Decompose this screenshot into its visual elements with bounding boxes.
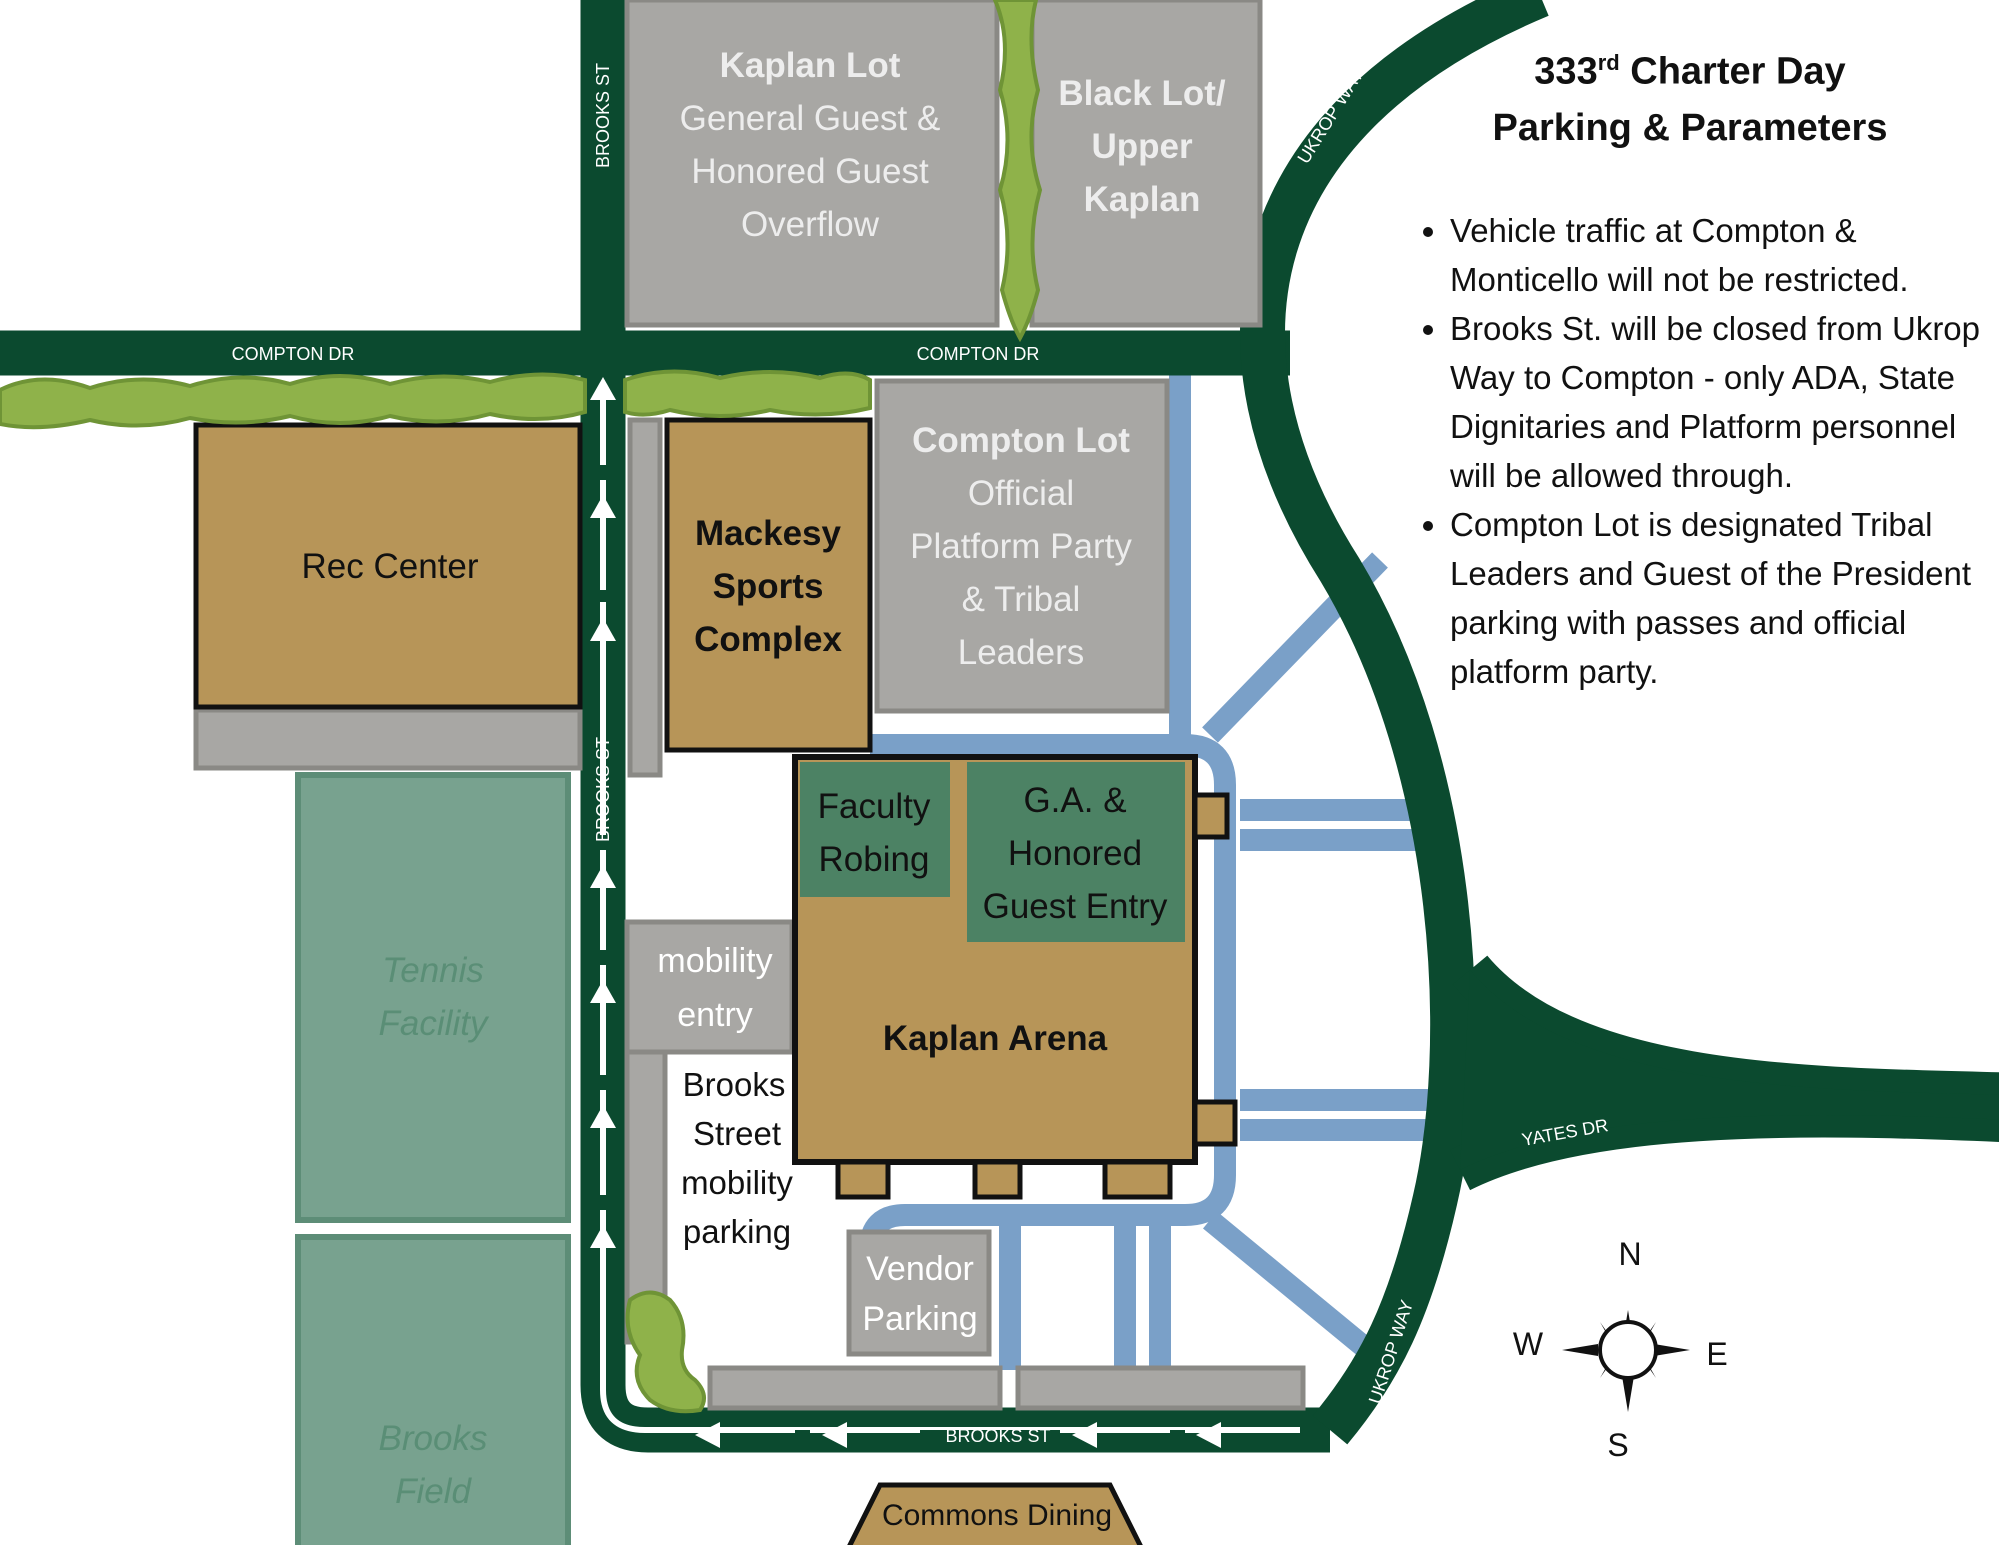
compton-lot-line2: Official [968, 474, 1074, 513]
compass-e: E [1706, 1336, 1727, 1372]
brooks-st-label-bottom: BROOKS ST [945, 1426, 1050, 1446]
compton-dr-label-left: COMPTON DR [232, 344, 355, 364]
compass-needle-e [1654, 1344, 1690, 1356]
rec-center-lot [193, 707, 583, 771]
kaplan-lot-line2: General Guest & [680, 99, 941, 138]
yates-fill [1460, 970, 1999, 1170]
kaplan-lot-line4: Overflow [741, 205, 880, 244]
compass-needle-s [1622, 1376, 1634, 1412]
mackesy-building [664, 417, 873, 753]
compton-lot-title: Compton Lot [912, 421, 1130, 460]
vendor-parking-lot [846, 1229, 992, 1357]
brooks-mobility-line1: Brooks [683, 1066, 786, 1103]
brooks-side-strip-upper [627, 417, 663, 778]
bottom-lot-right [1015, 1365, 1306, 1411]
parameter-list: Vehicle traffic at Compton & Monticello … [1390, 206, 1990, 696]
compton-lot-line5: Leaders [958, 633, 1084, 672]
ga-entry-line1: G.A. & [1023, 781, 1126, 820]
brooks-field-line1: Brooks [379, 1419, 488, 1458]
brooks-field-area [295, 1234, 571, 1545]
mackesy-line2: Sports [713, 567, 824, 606]
kaplan-lot-title: Kaplan Lot [720, 46, 901, 85]
title-line2: Parking & Parameters [1492, 106, 1888, 149]
ga-entry-line3: Guest Entry [983, 887, 1168, 926]
brooks-field-line2: Field [395, 1472, 472, 1511]
ukrop-way-road [1240, 0, 1549, 1445]
vendor-parking-line2: Parking [862, 1300, 977, 1338]
tennis-facility-area [295, 772, 571, 1223]
compass-needle-w [1562, 1344, 1598, 1356]
mobility-entry-line2: entry [677, 996, 753, 1034]
mackesy-line3: Complex [694, 620, 842, 659]
parking-lots [193, 0, 1306, 1411]
mobility-entry-line1: mobility [657, 942, 772, 980]
black-lot [1029, 0, 1263, 328]
black-lot-line3: Kaplan [1084, 180, 1201, 219]
black-lot-line2: Upper [1091, 127, 1193, 166]
arrow-white-gaps [598, 465, 1185, 1440]
rec-center-building [193, 422, 583, 710]
vendor-parking-line1: Vendor [866, 1250, 974, 1288]
compass-n: N [1618, 1236, 1641, 1272]
title-ordinal: rd [1597, 50, 1620, 75]
commons-dining-building [847, 1482, 1143, 1545]
ga-entry-line2: Honored [1008, 834, 1142, 873]
mackesy-line1: Mackesy [695, 514, 841, 553]
rec-center-label: Rec Center [301, 547, 478, 586]
brooks-st-label-upper: BROOKS ST [593, 63, 613, 168]
brooks-mobility-line2: Street [693, 1115, 781, 1152]
arena-doors [835, 792, 1238, 1200]
compass-center [1598, 1320, 1658, 1380]
ga-entry-room [967, 762, 1185, 942]
faculty-robing-room [800, 762, 950, 897]
title-rest: Charter Day [1619, 50, 1846, 93]
parameter-item: Compton Lot is designated Tribal Leaders… [1450, 500, 1990, 696]
compass-w: W [1513, 1326, 1544, 1362]
black-lot-line1: Black Lot/ [1058, 74, 1226, 113]
compton-lot [874, 378, 1170, 714]
parameter-item: Vehicle traffic at Compton & Monticello … [1450, 206, 1990, 304]
tennis-facility-line1: Tennis [382, 951, 484, 990]
kaplan-lot [624, 0, 1000, 328]
title-number: 333 [1534, 50, 1598, 93]
yates-dr-road [1452, 955, 1999, 1118]
brooks-st-label-lower: BROOKS ST [593, 737, 613, 842]
mobility-entry-lot [624, 919, 795, 1055]
bottom-lot-left [707, 1365, 1003, 1411]
compton-lot-line4: & Tribal [962, 580, 1081, 619]
kaplan-arena-label: Kaplan Arena [883, 1019, 1108, 1058]
compton-lot-line3: Platform Party [910, 527, 1132, 566]
brooks-mobility-line3: mobility [681, 1164, 793, 1201]
compass-s: S [1607, 1427, 1628, 1463]
faculty-robing-line2: Robing [819, 840, 930, 879]
brooks-mobility-line4: parking [683, 1213, 791, 1250]
arrow-heads [590, 377, 1221, 1448]
tennis-facility-line2: Facility [379, 1004, 490, 1043]
compass-rose: N S E W [1513, 1236, 1728, 1463]
kaplan-lot-line3: Honored Guest [691, 152, 929, 191]
compton-dr-label-right: COMPTON DR [917, 344, 1040, 364]
parameter-item: Brooks St. will be closed from Ukrop Way… [1450, 304, 1990, 500]
faculty-robing-line1: Faculty [818, 787, 931, 826]
walkway-paths [859, 375, 1430, 1370]
commons-dining-label: Commons Dining [882, 1499, 1112, 1532]
hedges [0, 0, 1043, 1414]
